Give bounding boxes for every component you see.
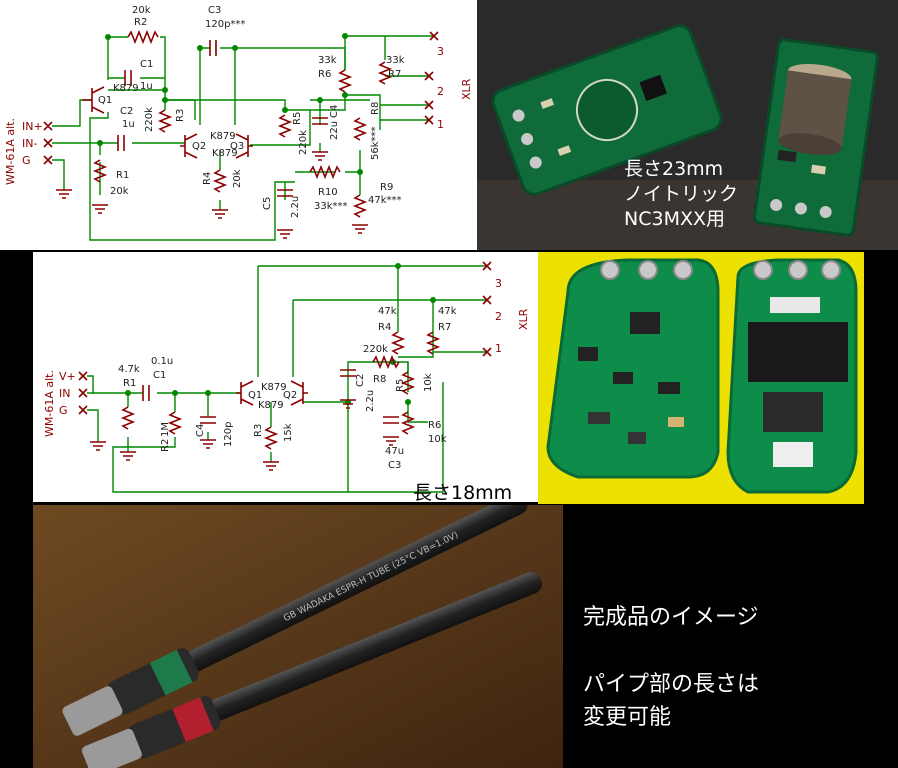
caption-line-2: パイプ部の長さは xyxy=(583,672,760,697)
xlr-pin-3: 3 xyxy=(437,45,444,58)
photo-1-caption-line-1: 長さ23mm xyxy=(624,158,724,180)
c4-ref: C4 xyxy=(329,105,340,118)
caption-line-3: 変更可能 xyxy=(583,705,672,730)
r9-value: 47k*** xyxy=(368,195,402,206)
q3-ref: Q3 xyxy=(230,141,244,152)
r3-value: 220k xyxy=(144,107,155,132)
r4-ref: R4 xyxy=(202,172,213,185)
s2-r7-ref: R7 xyxy=(438,322,451,333)
c4-value: 22u xyxy=(329,121,340,140)
pin-in-minus: IN- xyxy=(22,137,37,150)
xlr2-pin-2: 2 xyxy=(495,310,502,323)
s2-r2-ref: R2 xyxy=(160,439,171,452)
xlr2-label: XLR xyxy=(517,308,530,330)
r9-ref: R9 xyxy=(380,182,393,193)
xlr-label: XLR xyxy=(460,78,473,100)
schematic-1-title: WM-61A alt. xyxy=(4,118,17,185)
r4-value: 20k xyxy=(232,169,243,188)
schematic-2-title: WM-61A alt. xyxy=(43,370,56,437)
pcb-photo-18mm xyxy=(538,252,864,504)
pin-v-plus: V+ xyxy=(59,370,76,383)
c3-ref: C3 xyxy=(208,5,221,16)
r3-ref: R3 xyxy=(175,109,186,122)
s2-r6-ref: R6 xyxy=(428,420,441,431)
q1-value: K879 xyxy=(113,83,139,94)
s2-c4-ref: C4 xyxy=(195,424,206,437)
pcb-photo-23mm: 長さ23mm ノイトリック NC3MXX用 xyxy=(477,0,898,250)
c1-value: 1u xyxy=(140,81,153,92)
c2-ref: C2 xyxy=(120,106,133,117)
c3-value: 120p*** xyxy=(205,19,245,30)
pcb-photo-18mm-drawing xyxy=(538,252,864,504)
r2-value: 20k xyxy=(132,5,151,16)
xlr2-pin-1: 1 xyxy=(495,342,502,355)
s2-r2-value: 1M xyxy=(160,422,171,437)
schematic-2: WM-61A alt. V+ IN G xyxy=(33,252,538,502)
s2-r4-ref: R4 xyxy=(378,322,391,333)
pin-g: G xyxy=(22,154,31,167)
c2-value: 1u xyxy=(122,119,135,130)
xlr2-pin-3: 3 xyxy=(495,277,502,290)
xlr-pin-2: 2 xyxy=(437,85,444,98)
r7-value: 33k xyxy=(386,55,405,66)
r8-ref: R8 xyxy=(370,102,381,115)
r1-value: 20k xyxy=(110,186,129,197)
caption-line-1: 完成品のイメージ xyxy=(583,605,759,630)
s2-c1-value: 0.1u xyxy=(151,356,173,367)
finished-product-drawing: GB WADAKA ESPR-H TUBE (25°C VB=1.0V) xyxy=(33,505,563,768)
s2-c4-value: 120p xyxy=(223,422,234,447)
s2-r8-value: 220k xyxy=(363,344,388,355)
s2-r3-ref: R3 xyxy=(253,424,264,437)
r2-ref: R2 xyxy=(134,17,147,28)
q2-ref: Q2 xyxy=(192,141,206,152)
s2-q1-value: K879 xyxy=(261,382,287,393)
r5-value: 220k xyxy=(298,130,309,155)
s2-r1-value: 4.7k xyxy=(118,364,140,375)
r1-ref: R1 xyxy=(116,170,129,181)
s2-r6-value: 10k xyxy=(428,434,447,445)
s2-r1-ref: R1 xyxy=(123,378,136,389)
pin-g-2: G xyxy=(59,404,68,417)
s2-c2-value: 2.2u xyxy=(365,390,376,412)
r6-ref: R6 xyxy=(318,69,331,80)
r10-value: 33k*** xyxy=(314,201,348,212)
q2-value: K879 xyxy=(210,131,236,142)
c1-ref: C1 xyxy=(140,59,153,70)
photo-1-caption-line-3: NC3MXX用 xyxy=(624,208,725,230)
s2-q1-ref: Q1 xyxy=(248,390,262,401)
pcb-photo-23mm-drawing xyxy=(477,0,898,250)
c5-value: 2.2u xyxy=(290,196,301,218)
s2-q2-ref: Q2 xyxy=(283,390,297,401)
s2-r4-value: 47k xyxy=(378,306,397,317)
pin-in-plus: IN+ xyxy=(22,120,43,133)
c5-ref: C5 xyxy=(262,197,273,210)
s2-r3-value: 15k xyxy=(283,423,294,442)
s2-r5-ref: R5 xyxy=(395,379,406,392)
schematic-2-drawing: WM-61A alt. V+ IN G xyxy=(43,261,530,493)
schematic-1: WM-61A alt. IN+ IN- G xyxy=(0,0,477,250)
r8-value: 56k*** xyxy=(370,126,381,160)
finished-product-photo: GB WADAKA ESPR-H TUBE (25°C VB=1.0V) xyxy=(33,505,563,768)
s2-r8-ref: R8 xyxy=(373,374,386,385)
schematic-1-drawing: WM-61A alt. IN+ IN- G xyxy=(4,5,473,241)
s2-c3-value: 47u xyxy=(385,446,404,457)
r7-ref: R7 xyxy=(388,69,401,80)
caption-panel: 完成品のイメージ パイプ部の長さは 変更可能 xyxy=(563,505,898,768)
s2-q2-value: K879 xyxy=(258,400,284,411)
r6-value: 33k xyxy=(318,55,337,66)
q3-value: K879 xyxy=(212,148,238,159)
s2-r7-value: 47k xyxy=(438,306,457,317)
q1-ref: Q1 xyxy=(98,95,112,106)
pin-in: IN xyxy=(59,387,70,400)
s2-c1-ref: C1 xyxy=(153,370,166,381)
r5-ref: R5 xyxy=(292,112,303,125)
length-note-18mm: 長さ18mm xyxy=(413,482,513,502)
s2-r5-value: 10k xyxy=(423,373,434,392)
s2-c3-ref: C3 xyxy=(388,460,401,471)
s2-c2-ref: C2 xyxy=(355,374,366,387)
r10-ref: R10 xyxy=(318,187,338,198)
xlr-pin-1: 1 xyxy=(437,118,444,131)
photo-1-caption-line-2: ノイトリック xyxy=(624,183,739,205)
